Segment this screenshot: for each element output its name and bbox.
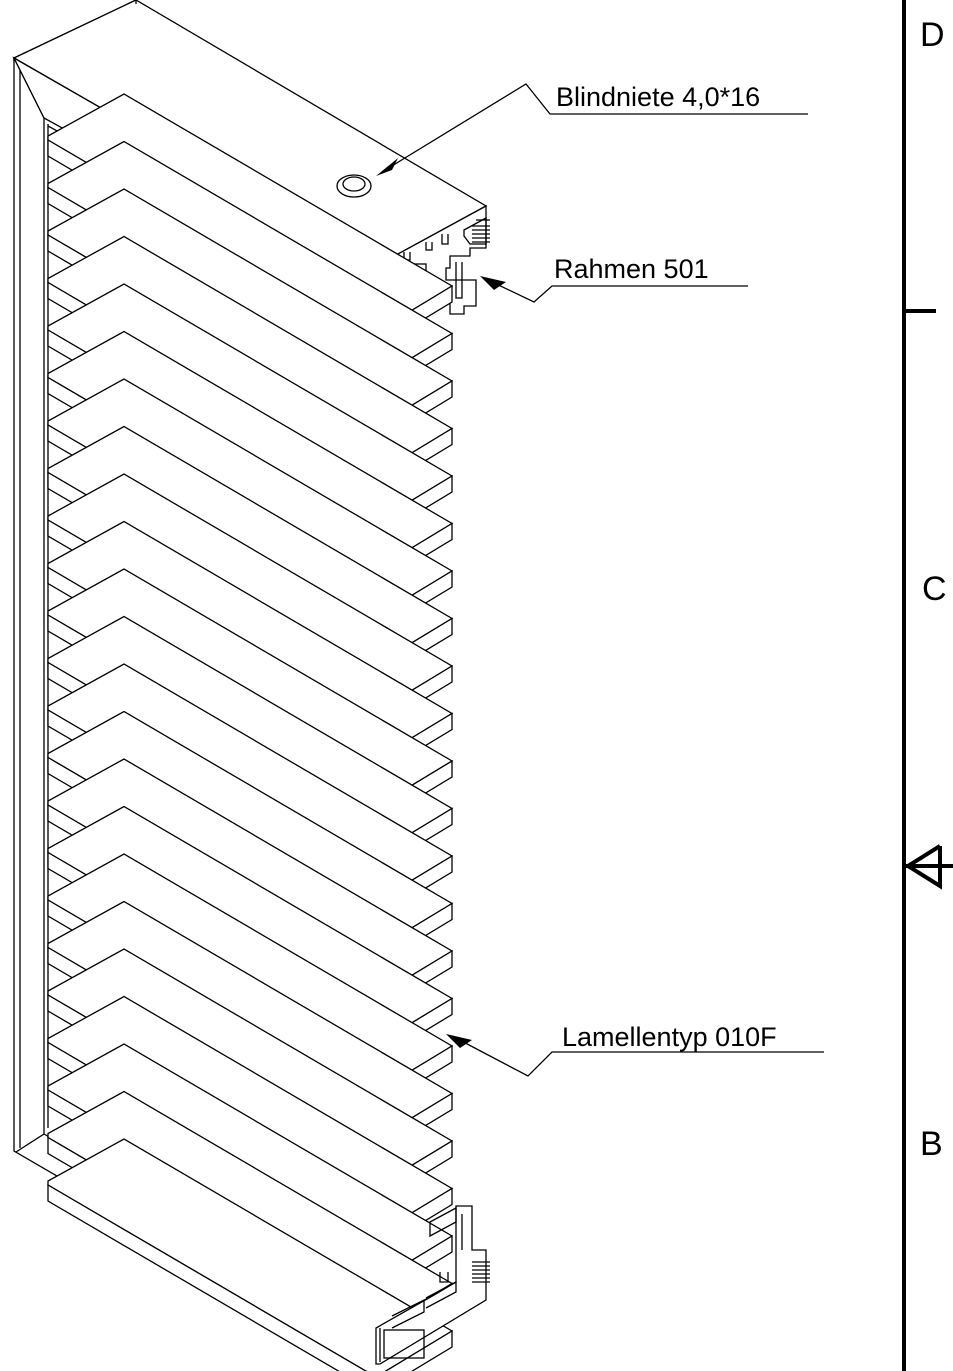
- knurled-edge-bottom: [472, 1261, 490, 1283]
- sheet-border: D C B: [902, 0, 953, 1371]
- knurled-edge-top: [472, 219, 490, 243]
- zone-label-d: D: [920, 16, 945, 54]
- arrow-head: [480, 276, 506, 290]
- callout-frame: Rahmen 501: [480, 254, 748, 303]
- slat: [47, 1138, 454, 1371]
- arrow-head: [446, 1034, 472, 1048]
- rivet-head: [336, 174, 372, 198]
- callout-label-rivet: Blindniete 4,0*16: [556, 82, 760, 112]
- centering-mark: [904, 844, 953, 890]
- frame-bottom-rail: [375, 1205, 490, 1365]
- zone-label-b: B: [920, 1125, 943, 1163]
- callout-slat: Lamellentyp 010F: [446, 1022, 824, 1077]
- zone-label-c: C: [922, 570, 947, 608]
- slat-stack: [47, 93, 454, 1371]
- arrow-head: [376, 158, 398, 176]
- callout-rivet: Blindniete 4,0*16: [376, 82, 808, 176]
- callout-label-slat: Lamellentyp 010F: [562, 1022, 777, 1052]
- callout-label-frame: Rahmen 501: [554, 254, 709, 284]
